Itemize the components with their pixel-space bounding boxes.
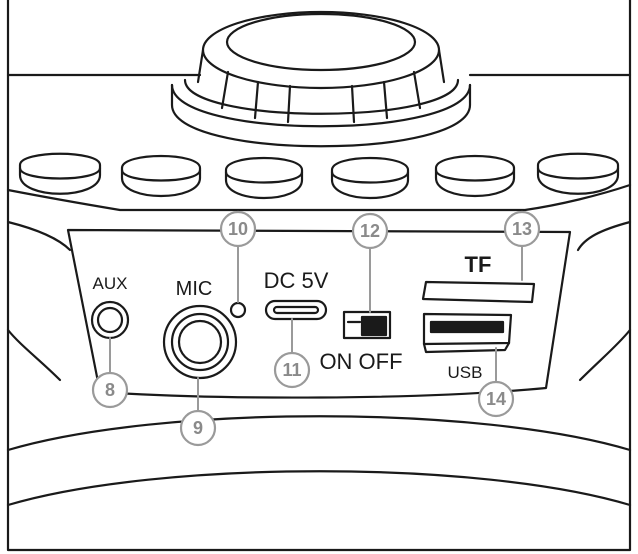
aux-jack: [90, 300, 130, 340]
callout-number-13: 13: [512, 219, 532, 239]
control-button-1: [18, 152, 102, 195]
aux-label: AUX: [93, 274, 128, 293]
usb-label: USB: [448, 363, 483, 382]
tf-label: TF: [465, 252, 492, 277]
usb-a-port: [422, 312, 513, 354]
switch-label: ON OFF: [319, 349, 402, 374]
callout-number-11: 11: [282, 360, 301, 380]
button-row: [18, 152, 620, 200]
power-switch: [342, 310, 392, 340]
control-button-2: [120, 154, 202, 198]
callout-circles: [91, 210, 541, 447]
tf-card-slot: [421, 280, 536, 304]
callout-number-9: 9: [193, 418, 203, 438]
control-button-4: [330, 156, 410, 200]
speaker-body: [6, 0, 632, 552]
callout-circle-11: [273, 351, 311, 389]
callout-circle-10: [219, 210, 257, 248]
callout-number-10: 10: [228, 219, 248, 239]
control-button-3: [224, 156, 304, 200]
callout-circle-14: [477, 380, 515, 418]
callout-circle-8: [91, 371, 129, 409]
callout-number-14: 14: [486, 389, 506, 409]
control-button-6: [536, 152, 620, 195]
connector-panel: [66, 228, 572, 399]
callout-circle-12: [351, 212, 389, 250]
callout-leader-lines: [109, 243, 523, 411]
callout-number-8: 8: [105, 380, 115, 400]
indicator-led: [229, 301, 247, 319]
callout-circle-13: [503, 210, 541, 248]
dc-label: DC 5V: [264, 268, 329, 293]
control-button-5: [434, 154, 516, 198]
mic-label: MIC: [176, 278, 213, 300]
callout-circle-9: [179, 409, 217, 447]
callout-number-12: 12: [360, 221, 380, 241]
usb-c-port: [264, 299, 328, 321]
mic-jack: [162, 304, 238, 380]
volume-knob: [170, 10, 472, 148]
